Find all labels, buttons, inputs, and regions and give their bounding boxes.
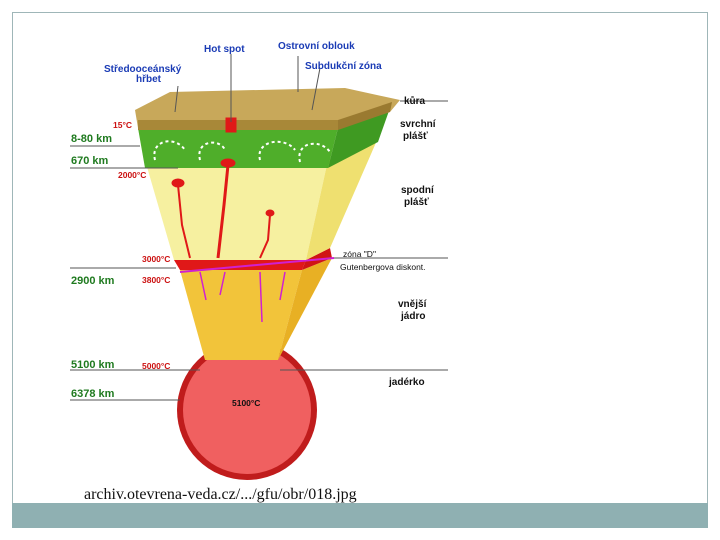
label-upper-mantle-1: svrchní	[400, 119, 437, 130]
pointer-lines	[70, 54, 448, 401]
temp-1: 15°C	[113, 120, 132, 130]
label-outer-core-1: vnější	[398, 299, 428, 310]
upper-mantle-side	[328, 108, 390, 168]
label-inner-core: jadérko	[388, 377, 425, 388]
crust-top	[135, 88, 400, 128]
hot-spot-plume	[171, 117, 275, 259]
depth-4: 5100 km	[71, 359, 115, 371]
label-island-arc: Ostrovní oblouk	[278, 41, 355, 52]
inner-core	[177, 340, 317, 480]
temp-6: 5100°C	[232, 398, 260, 408]
lower-mantle-layer	[145, 160, 328, 260]
zone-d-band	[174, 260, 306, 270]
temp-5: 5000°C	[142, 361, 170, 371]
label-subduction-zone: Subdukční zóna	[305, 61, 382, 72]
source-caption: archiv.otevrena-veda.cz/.../gfu/obr/018.…	[84, 486, 357, 503]
lower-mantle-side	[306, 138, 378, 260]
label-crust: kůra	[404, 95, 426, 107]
depth-2: 670 km	[71, 155, 109, 167]
temp-3: 3000°C	[142, 254, 170, 264]
depth-3: 2900 km	[71, 275, 115, 287]
label-zone-d: zóna "D"	[343, 249, 376, 259]
slide-bottom-bar	[12, 503, 708, 528]
depth-1: 8-80 km	[71, 133, 112, 145]
temp-4: 3800°C	[142, 275, 170, 285]
label-gutenberg: Gutenbergova diskont.	[340, 262, 426, 272]
label-mid-ocean-ridge-1: Středooceánský	[104, 64, 182, 75]
label-outer-core-2: jádro	[400, 311, 425, 322]
gutenberg-line	[179, 257, 335, 273]
outer-core-side	[278, 258, 332, 360]
outer-core-streaks	[199, 271, 286, 323]
temp-2: 2000°C	[118, 170, 146, 180]
label-hot-spot: Hot spot	[204, 44, 245, 55]
label-lower-mantle-1: spodní	[401, 185, 435, 196]
label-upper-mantle-2: plášť	[403, 131, 428, 142]
crust-front	[138, 120, 338, 130]
convection-arrows	[153, 140, 331, 163]
outer-core-layer	[180, 270, 302, 360]
depth-5: 6378 km	[71, 388, 115, 400]
upper-mantle-layer	[138, 128, 338, 168]
label-lower-mantle-2: plášť	[404, 197, 429, 208]
crust-side	[338, 102, 392, 130]
label-mid-ocean-ridge-2: hřbet	[136, 74, 162, 85]
